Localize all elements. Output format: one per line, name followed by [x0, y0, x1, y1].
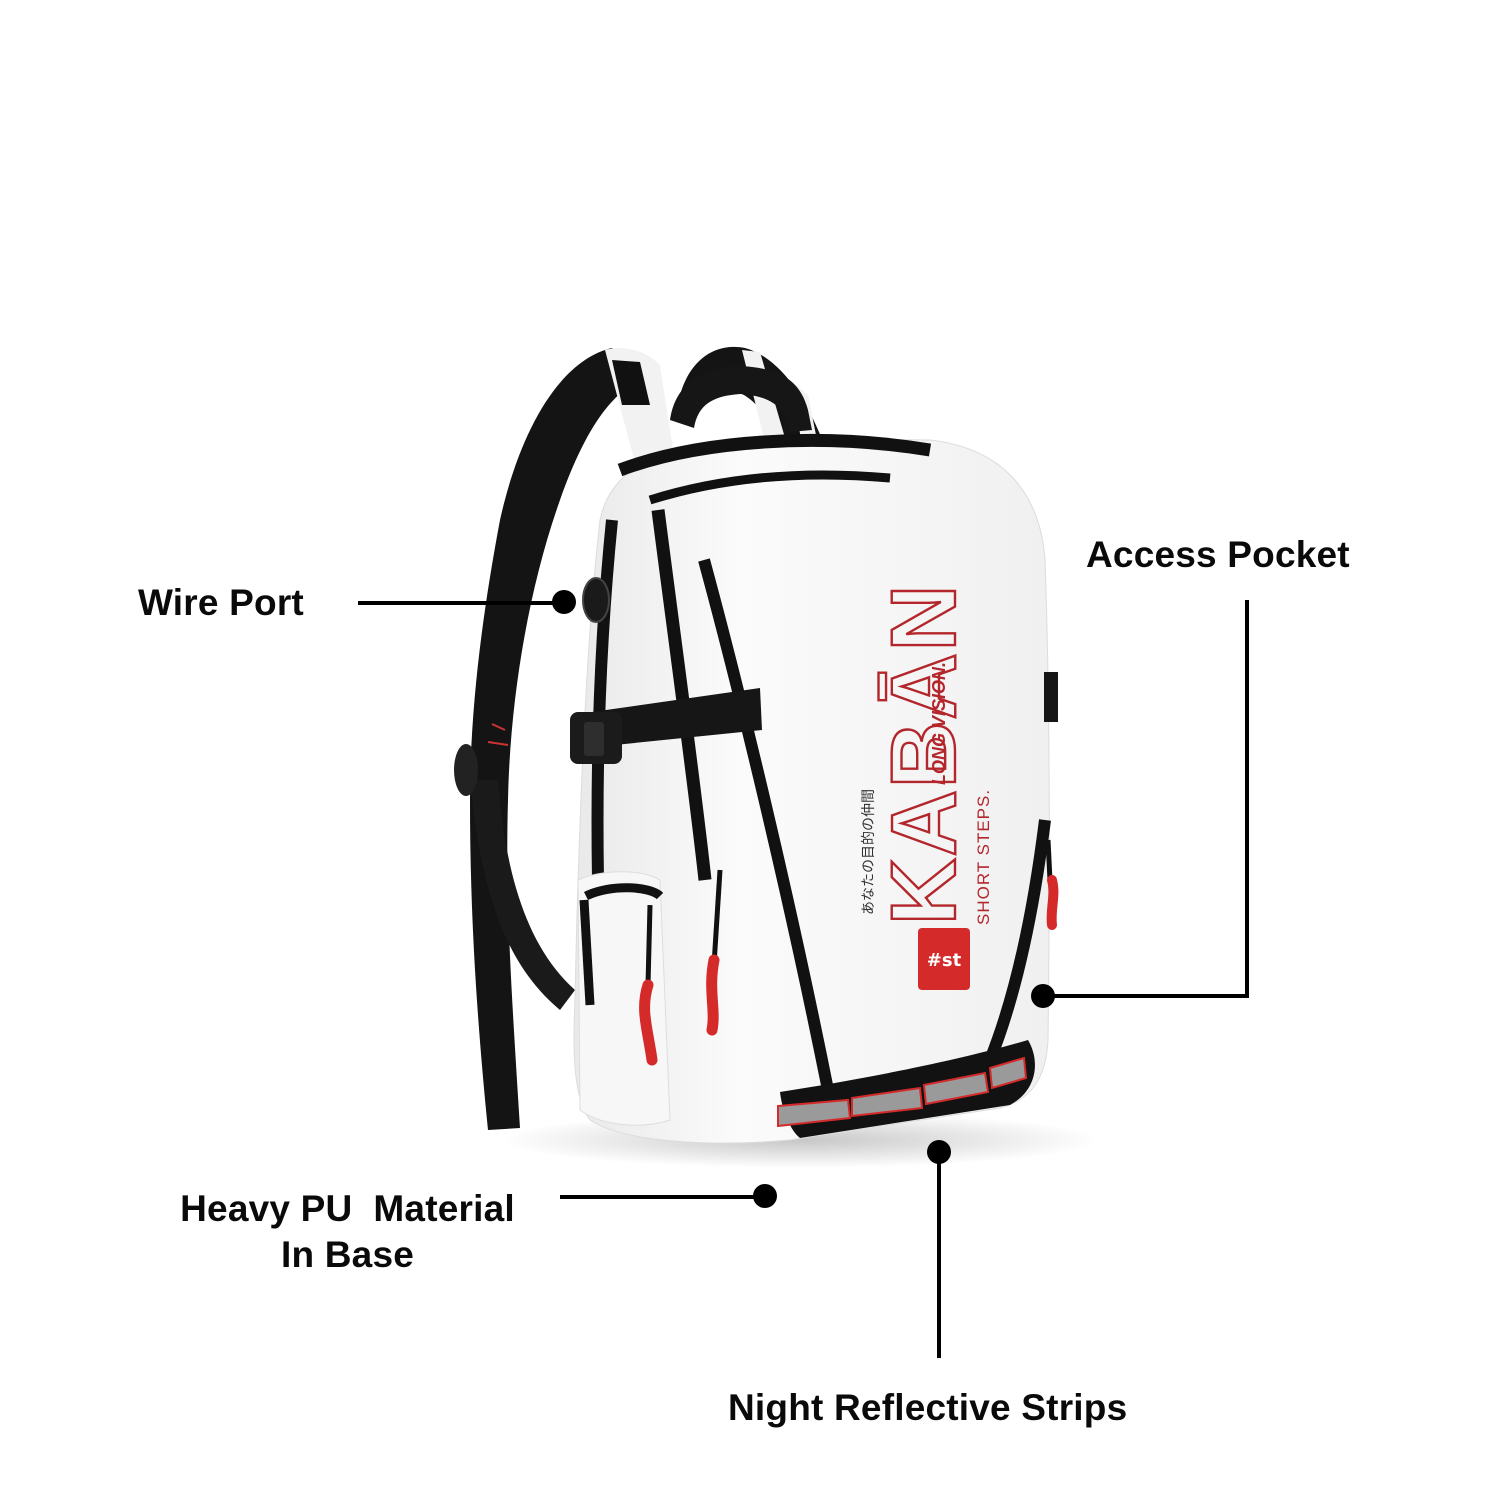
- callout-line-wire-port: [358, 601, 563, 605]
- callout-label-access-pocket: Access Pocket: [1086, 534, 1350, 575]
- logo-badge: [918, 928, 970, 990]
- brand-text: KABĀN: [873, 583, 975, 925]
- callout-dot-wire-port: [552, 590, 576, 614]
- tagline-left: SHORT STEPS.: [974, 789, 993, 925]
- callout-dot-access-pocket: [1031, 984, 1055, 1008]
- logo-badge-text: #st: [927, 950, 962, 971]
- callout-label-wire-port: Wire Port: [138, 582, 304, 623]
- callout-line-heavy-pu: [560, 1195, 765, 1199]
- callout-line-access-pocket-vertical: [1245, 600, 1249, 998]
- callout-label-heavy-pu: Heavy PU Material In Base: [160, 1186, 535, 1279]
- japanese-text: あなたの目的の仲間: [861, 789, 877, 915]
- callout-label-heavy-pu-line1: Heavy PU Material: [180, 1188, 515, 1229]
- callout-label-night-reflective: Night Reflective Strips: [728, 1387, 1128, 1428]
- callout-dot-heavy-pu: [753, 1184, 777, 1208]
- callout-label-heavy-pu-line2: In Base: [280, 1234, 414, 1276]
- tagline-right: LONG VISION.: [929, 662, 949, 785]
- callout-line-access-pocket-horizontal: [1043, 994, 1249, 998]
- callout-line-night-reflective: [937, 1150, 941, 1358]
